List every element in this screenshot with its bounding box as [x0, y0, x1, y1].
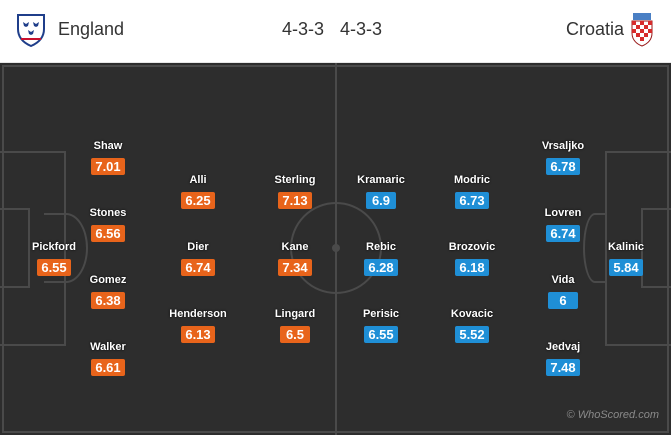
player-home-dier[interactable]: Dier 6.74: [158, 241, 238, 277]
match-header: England 4-3-3 4-3-3 Croatia: [0, 0, 671, 63]
player-name: Walker: [90, 341, 126, 353]
player-rating: 6.73: [455, 192, 489, 209]
player-name: Lingard: [274, 308, 316, 320]
player-home-pickford[interactable]: Pickford 6.55: [14, 241, 94, 277]
center-circle: [290, 202, 382, 294]
right-penalty-arc: [583, 213, 607, 283]
player-home-walker[interactable]: Walker 6.61: [68, 341, 148, 377]
player-name: Modric: [453, 174, 491, 186]
player-name: Vida: [551, 274, 575, 286]
player-rating: 6.5: [280, 326, 310, 343]
player-home-gomez[interactable]: Gomez 6.38: [68, 274, 148, 310]
player-away-kalinic[interactable]: Kalinic 5.84: [586, 241, 666, 277]
player-away-brozovic[interactable]: Brozovic 6.18: [432, 241, 512, 277]
player-home-shaw[interactable]: Shaw 7.01: [68, 140, 148, 176]
player-rating: 6.55: [364, 326, 398, 343]
watermark: © WhoScored.com: [566, 409, 659, 421]
player-rating: 6.38: [91, 292, 125, 309]
right-goal-area: [641, 208, 671, 288]
left-goal-area: [0, 208, 30, 288]
player-name: Kane: [281, 241, 309, 253]
player-rating: 6.55: [37, 259, 71, 276]
player-away-kovacic[interactable]: Kovacic 5.52: [432, 308, 512, 344]
player-name: Pickford: [31, 241, 76, 253]
player-rating: 6.78: [546, 158, 580, 175]
player-name: Henderson: [169, 308, 227, 320]
player-away-perisic[interactable]: Perisic 6.55: [341, 308, 421, 344]
player-away-rebic[interactable]: Rebic 6.28: [341, 241, 421, 277]
player-home-stones[interactable]: Stones 6.56: [68, 207, 148, 243]
player-name: Sterling: [274, 174, 316, 186]
player-name: Lovren: [544, 207, 582, 219]
player-rating: 7.48: [546, 359, 580, 376]
player-name: Kalinic: [607, 241, 645, 253]
player-home-kane[interactable]: Kane 7.34: [255, 241, 335, 277]
player-rating: 7.13: [278, 192, 312, 209]
player-rating: 6.61: [91, 359, 125, 376]
player-rating: 7.34: [278, 259, 312, 276]
player-away-lovren[interactable]: Lovren 6.74: [523, 207, 603, 243]
player-name: Rebic: [366, 241, 396, 253]
player-rating: 5.84: [609, 259, 643, 276]
home-formation: 4-3-3: [282, 19, 325, 39]
player-home-henderson[interactable]: Henderson 6.13: [158, 308, 238, 344]
player-name: Alli: [189, 174, 207, 186]
player-home-lingard[interactable]: Lingard 6.5: [255, 308, 335, 344]
player-rating: 6.9: [366, 192, 396, 209]
player-rating: 5.52: [455, 326, 489, 343]
player-home-sterling[interactable]: Sterling 7.13: [255, 174, 335, 210]
player-rating: 6.74: [546, 225, 580, 242]
player-away-vida[interactable]: Vida 6: [523, 274, 603, 310]
left-penalty-arc: [44, 213, 88, 283]
player-rating: 6.28: [364, 259, 398, 276]
player-name: Gomez: [89, 274, 127, 286]
player-name: Shaw: [93, 140, 123, 152]
away-formation: 4-3-3: [340, 19, 383, 39]
player-name: Kramaric: [357, 174, 405, 186]
player-rating: 6.74: [181, 259, 215, 276]
center-spot: [332, 244, 340, 252]
player-away-jedvaj[interactable]: Jedvaj 7.48: [523, 341, 603, 377]
player-away-vrsaljko[interactable]: Vrsaljko 6.78: [523, 140, 603, 176]
player-name: Jedvaj: [545, 341, 581, 353]
player-rating: 7.01: [91, 158, 125, 175]
player-rating: 6.56: [91, 225, 125, 242]
player-name: Vrsaljko: [541, 140, 585, 152]
england-crest-icon: [17, 14, 45, 47]
player-name: Perisic: [362, 308, 400, 320]
away-team-name: Croatia: [565, 19, 624, 39]
player-rating: 6.18: [455, 259, 489, 276]
player-home-alli[interactable]: Alli 6.25: [158, 174, 238, 210]
player-name: Stones: [89, 207, 127, 219]
player-name: Dier: [187, 241, 209, 253]
player-name: Brozovic: [448, 241, 496, 253]
player-rating: 6.25: [181, 192, 215, 209]
player-name: Kovacic: [450, 308, 494, 320]
player-rating: 6: [548, 292, 578, 309]
pitch: Pickford 6.55 Shaw 7.01 Stones 6.56 Gome…: [0, 63, 671, 435]
player-away-kramaric[interactable]: Kramaric 6.9: [341, 174, 421, 210]
player-rating: 6.13: [181, 326, 215, 343]
player-away-modric[interactable]: Modric 6.73: [432, 174, 512, 210]
croatia-crest-icon: [631, 13, 653, 47]
home-team-name: England: [58, 19, 125, 39]
